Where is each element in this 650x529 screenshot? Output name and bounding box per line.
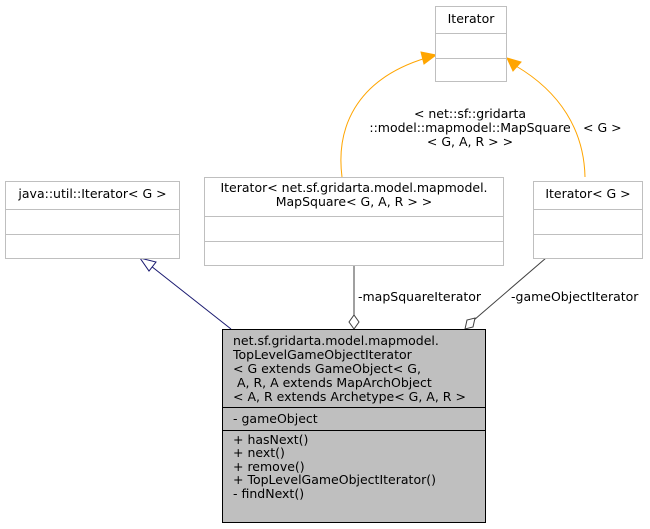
class-title: net.sf.gridarta.model.mapmodel. TopLevel… (233, 333, 466, 404)
attributes-section (534, 209, 642, 234)
class-iterator-mapsquare[interactable]: Iterator< net.sf.gridarta.model.mapmodel… (204, 177, 504, 266)
aggregation-diamond (348, 314, 360, 330)
attributes-section: - gameObject (223, 407, 485, 430)
game-object-iterator-edge (473, 257, 547, 321)
methods-section (6, 234, 179, 259)
class-java-util-iterator[interactable]: java::util::Iterator< G > (5, 181, 180, 259)
class-title: java::util::Iterator< G > (18, 186, 167, 201)
template-arrowhead (420, 51, 438, 65)
attributes-section (436, 33, 506, 58)
aggregation-diamond (464, 317, 476, 330)
template-edge-mapsquare (340, 57, 427, 178)
template-label-mapsquare: < net::sf::gridarta ::model::mapmodel::M… (369, 106, 571, 149)
template-arrowhead (506, 57, 522, 72)
inheritance-arrowhead (138, 257, 157, 272)
methods-section (205, 241, 503, 266)
methods-section: + hasNext() + next() + remove() + TopLev… (223, 429, 485, 503)
class-top-level-game-object-iterator[interactable]: net.sf.gridarta.model.mapmodel. TopLevel… (222, 329, 486, 523)
attributes-section (205, 216, 503, 241)
class-iterator[interactable]: Iterator (435, 6, 507, 82)
template-edge-g (515, 65, 586, 178)
class-title: Iterator< G > (545, 186, 631, 201)
class-title: Iterator (447, 11, 495, 26)
game-object-iterator-label: -gameObjectIterator (511, 289, 639, 304)
template-label-g: < G > (583, 120, 622, 135)
methods-section (436, 58, 506, 82)
inheritance-edge (150, 265, 232, 330)
attributes-section (6, 209, 179, 234)
map-square-iterator-label: -mapSquareIterator (358, 289, 482, 304)
class-title: Iterator< net.sf.gridarta.model.mapmodel… (220, 180, 488, 209)
class-iterator-g[interactable]: Iterator< G > (533, 181, 643, 259)
methods-section (534, 234, 642, 259)
